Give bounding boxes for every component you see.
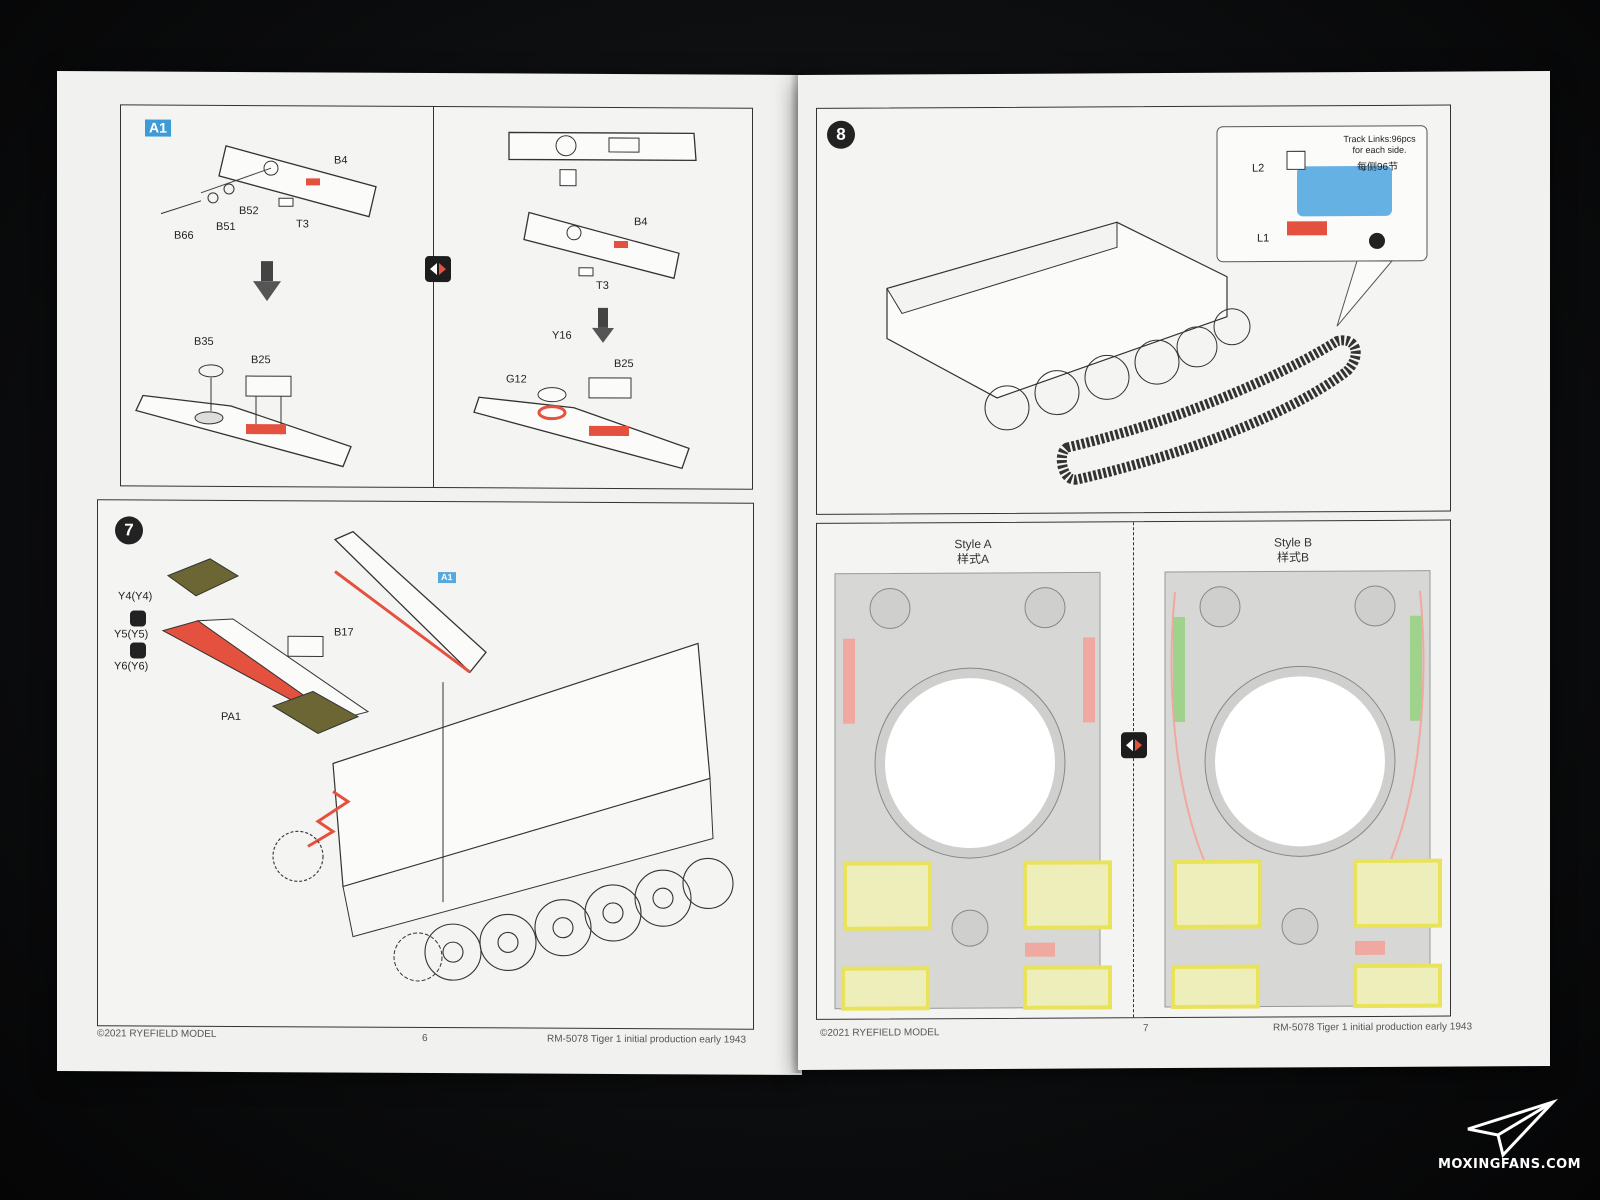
part-label-t3: T3 bbox=[596, 279, 609, 292]
a1-callout: A1 bbox=[438, 572, 456, 584]
part-label-b35: B35 bbox=[194, 335, 214, 348]
footer-copyright: ©2021 RYEFIELD MODEL bbox=[97, 1028, 217, 1040]
part-label-b52: B52 bbox=[239, 205, 259, 218]
flip-marker-icon bbox=[130, 642, 146, 659]
a1-bracket-drawing bbox=[135, 145, 377, 468]
footer-product: RM-5078 Tiger 1 initial production early… bbox=[1273, 1021, 1472, 1034]
instruction-page-7: 8 Track Links:96pcs for each side. 每侧96节… bbox=[798, 71, 1550, 1070]
swap-arrows-icon bbox=[1121, 732, 1147, 759]
footer-copyright: ©2021 RYEFIELD MODEL bbox=[820, 1027, 940, 1039]
style-b-deck-drawing bbox=[1164, 570, 1442, 1010]
swap-arrows-icon bbox=[425, 255, 451, 283]
panel-a1: A1 B4 B52 B51 B66 T3 B35 B25 bbox=[120, 104, 440, 489]
part-label-y16: Y16 bbox=[552, 329, 572, 342]
part-label-l2: L2 bbox=[1252, 162, 1265, 175]
style-b-title: Style B 样式B bbox=[1233, 535, 1353, 566]
style-divider bbox=[1133, 522, 1134, 1018]
part-label-b4: B4 bbox=[334, 154, 348, 167]
part-label-b25: B25 bbox=[251, 354, 271, 367]
style-b-label: Style B bbox=[1273, 535, 1312, 550]
footer-product: RM-5078 Tiger 1 initial production early… bbox=[547, 1033, 746, 1046]
page-number: 7 bbox=[1143, 1023, 1149, 1035]
part-label-b17: B17 bbox=[334, 626, 354, 639]
part-label-y6: Y6(Y6) bbox=[114, 660, 149, 673]
part-label-t3: T3 bbox=[296, 218, 309, 231]
part-label-pa1: PA1 bbox=[221, 710, 241, 724]
track-note-en: Track Links:96pcs for each side. bbox=[1343, 133, 1416, 156]
part-label-g12: G12 bbox=[506, 373, 527, 386]
watermark-text: MOXINGFANS.COM bbox=[1438, 1157, 1582, 1172]
panel-style-comparison: Style A 样式A Style B 样式B bbox=[816, 519, 1451, 1020]
panel-step-7: 7 bbox=[97, 499, 754, 1030]
panel-a1-alternate: B4 T3 Y16 G12 B25 bbox=[433, 106, 753, 490]
flip-marker-icon bbox=[130, 610, 146, 627]
style-a-deck-drawing bbox=[834, 571, 1112, 1011]
page-number: 6 bbox=[422, 1032, 428, 1044]
step8-track-drawing bbox=[886, 125, 1428, 485]
track-note-cn: 每侧96节 bbox=[1357, 161, 1399, 174]
style-a-label-cn: 样式A bbox=[956, 551, 989, 567]
a1-alt-drawing bbox=[473, 131, 697, 470]
panel-step-8: 8 Track Links:96pcs for each side. 每侧96节… bbox=[816, 104, 1451, 515]
style-a-title: Style A 样式A bbox=[913, 537, 1033, 568]
style-b-label-cn: 样式B bbox=[1276, 550, 1309, 565]
instruction-page-6: A1 B4 B52 B51 B66 T3 B35 B25 bbox=[57, 71, 802, 1075]
watermark: MOXINGFANS.COM bbox=[1438, 1097, 1582, 1172]
part-label-b66: B66 bbox=[174, 229, 194, 242]
part-label-y4: Y4(Y4) bbox=[118, 590, 153, 603]
style-a-label: Style A bbox=[954, 536, 992, 552]
part-label-y5: Y5(Y5) bbox=[114, 628, 149, 641]
step7-hull-drawing bbox=[161, 530, 734, 982]
paper-plane-logo-icon bbox=[1467, 1098, 1559, 1159]
part-label-b4: B4 bbox=[634, 216, 648, 229]
part-label-l1: L1 bbox=[1257, 232, 1270, 245]
part-label-b25: B25 bbox=[614, 357, 634, 371]
part-label-b51: B51 bbox=[216, 220, 236, 233]
